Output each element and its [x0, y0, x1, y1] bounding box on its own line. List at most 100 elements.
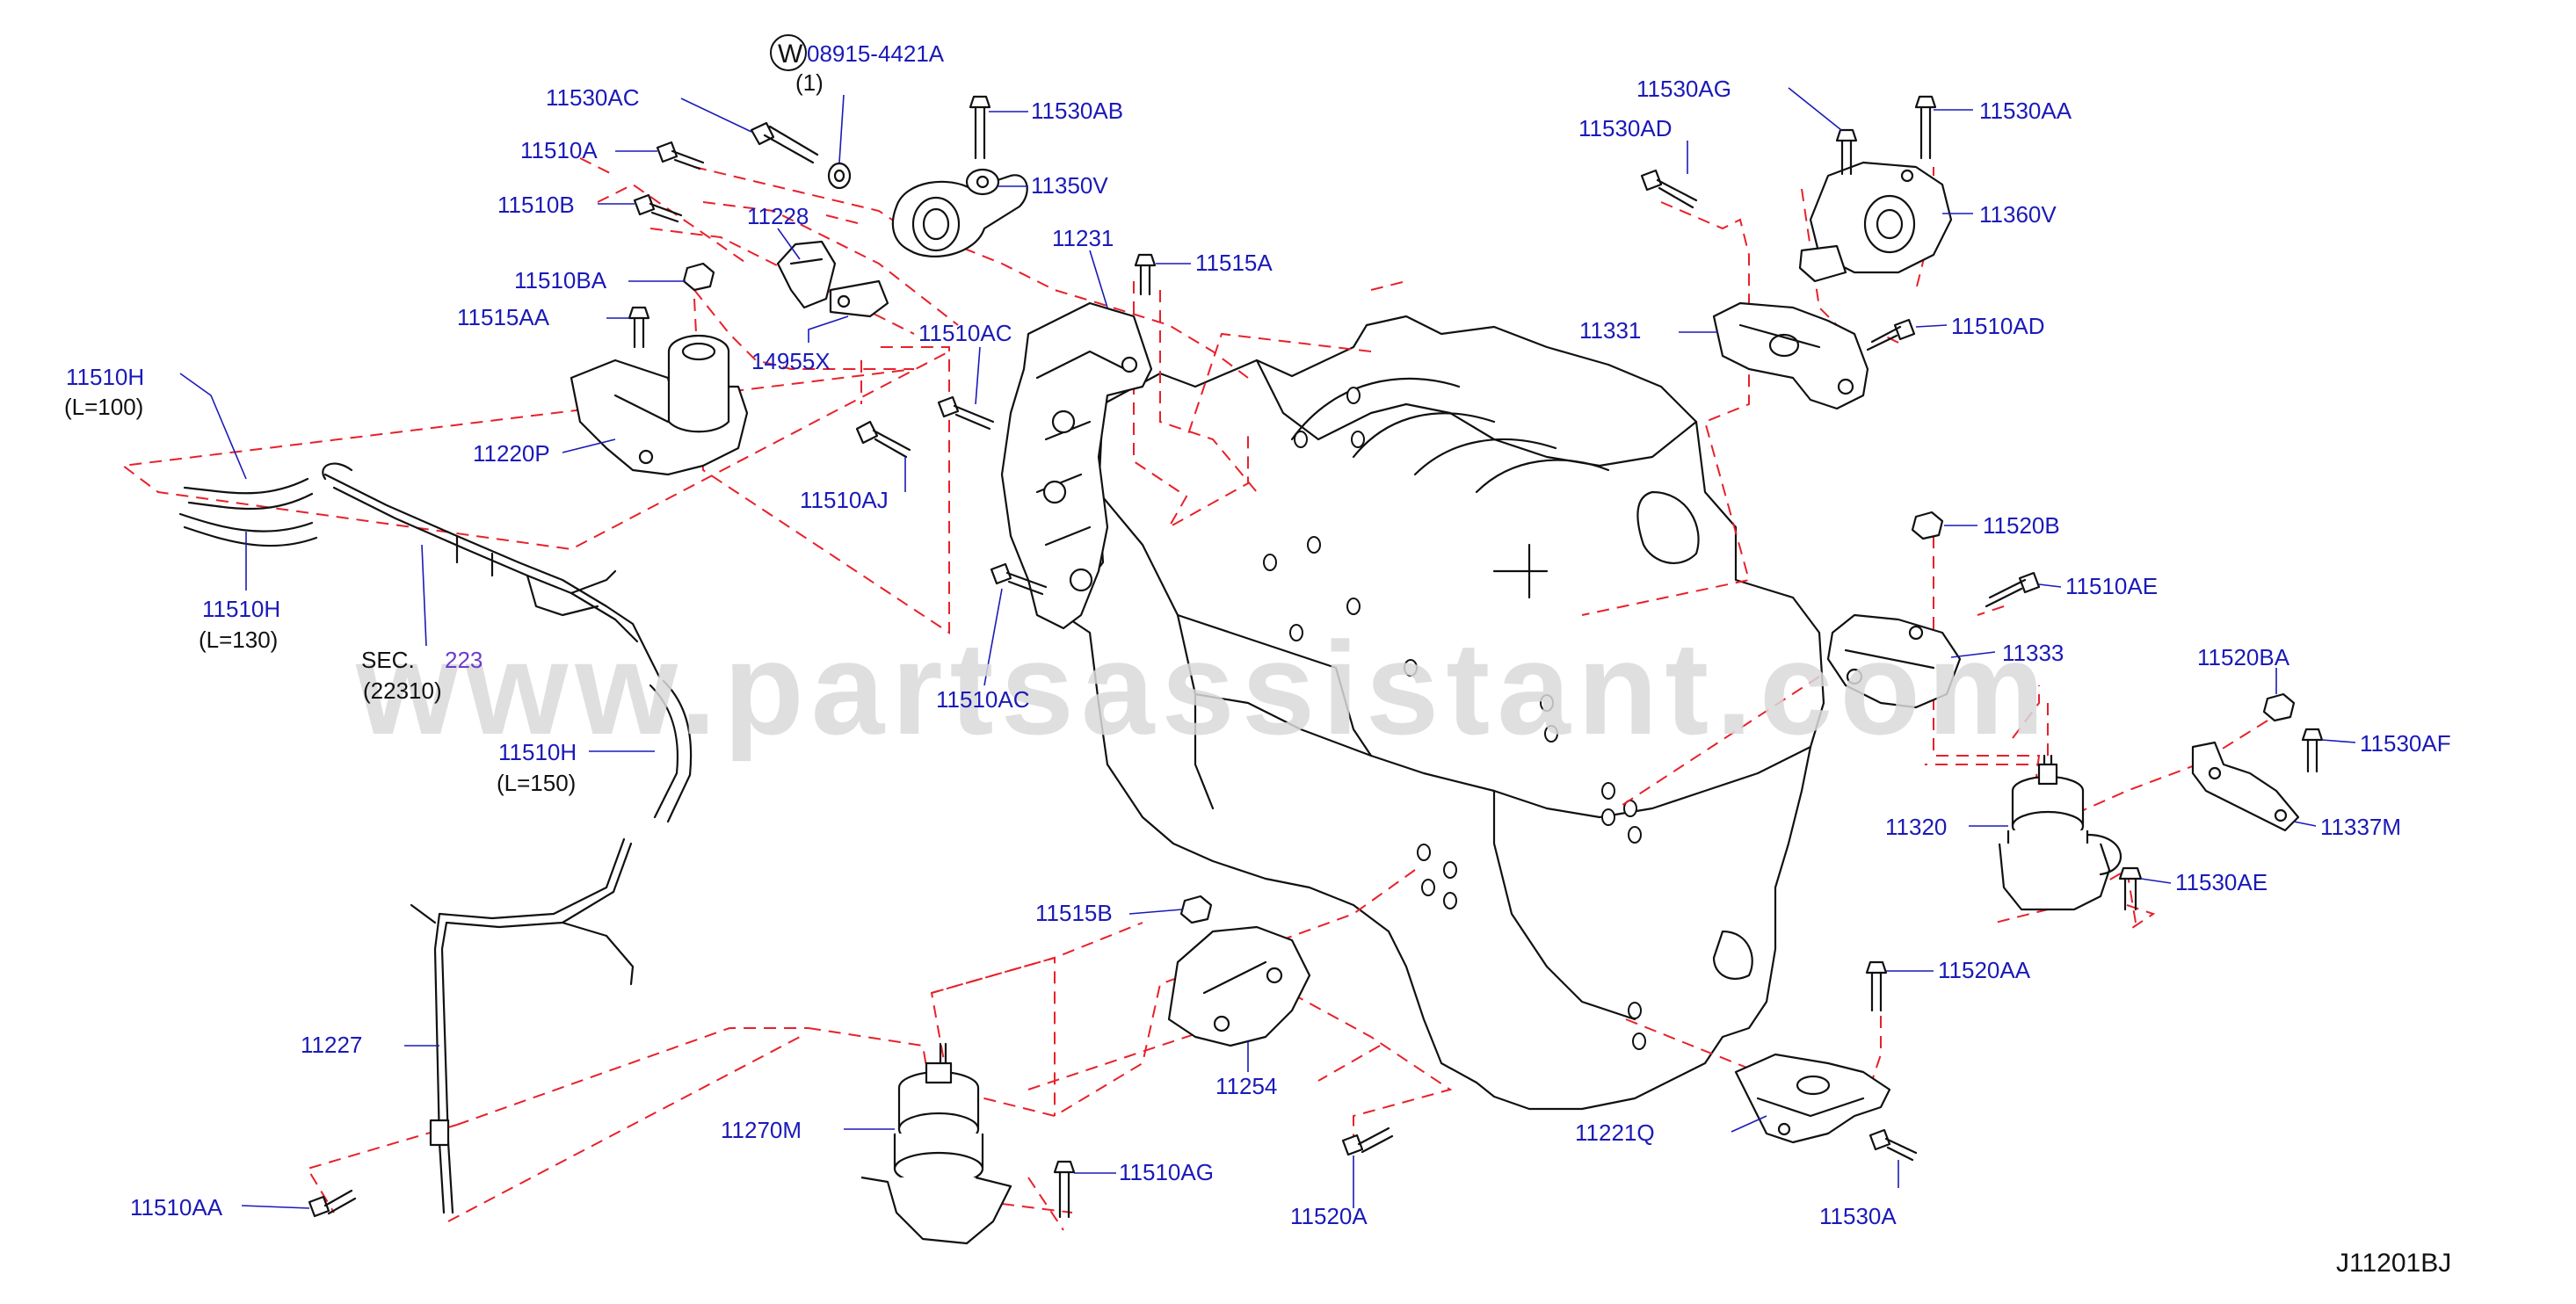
assembly-lines [120, 157, 2268, 1231]
nut-11515b [1179, 895, 1213, 924]
bolt-11530aa [1914, 95, 1937, 160]
mount-11270m [860, 1042, 1012, 1245]
bolt-11530af [2301, 728, 2324, 773]
label-11510ac-bottom: 11510AC [936, 686, 1030, 713]
label-08915-qty: (1) [795, 69, 824, 96]
label-11221q: 11221Q [1575, 1119, 1655, 1146]
watermark: www.partsassistant.com [355, 614, 2051, 762]
label-sec-number: 223 [445, 647, 483, 673]
label-11510h-l100: 11510H [66, 364, 144, 390]
bolt-11510ae [1985, 571, 2041, 608]
bolt-11530ab [969, 95, 991, 160]
label-11331: 11331 [1579, 317, 1641, 344]
label-11510ag: 11510AG [1119, 1159, 1214, 1185]
hose-11510h-l100 [183, 477, 314, 511]
label-11231: 11231 [1052, 225, 1114, 251]
label-11530af: 11530AF [2360, 730, 2451, 757]
rod-11227 [410, 837, 635, 1214]
label-11530aa: 11530AA [1979, 98, 2072, 124]
label-14955x: 14955X [751, 348, 831, 374]
nut-11520b [1911, 511, 1944, 540]
label-11530a: 11530A [1819, 1203, 1897, 1229]
engine-block [1062, 315, 1825, 1111]
bracket-11333 [1826, 613, 1962, 709]
label-11515aa: 11515AA [457, 304, 550, 330]
label-11530ag: 11530AG [1636, 76, 1731, 102]
bolt-11530ad [1640, 169, 1698, 209]
nut-11520ba [2262, 692, 2296, 722]
bolt-11530ac [750, 121, 819, 164]
diagram-code: J11201BJ [2336, 1249, 2451, 1278]
label-11510a: 11510A [520, 137, 598, 163]
nut-11510ba [682, 262, 715, 292]
bracket-11337m [2191, 741, 2300, 832]
sensor-14955x [829, 279, 889, 318]
label-11510h-l130-length: (L=130) [199, 627, 278, 653]
label-11510ae: 11510AE [2065, 573, 2158, 599]
hose-11510h-l130 [178, 512, 318, 547]
label-11530ac: 11530AC [546, 84, 640, 111]
label-11510aa: 11510AA [130, 1194, 223, 1221]
mount-11220p [570, 334, 749, 476]
bolt-11520aa [1865, 960, 1888, 1012]
washer-symbol-circle [770, 34, 807, 71]
label-11510ba: 11510BA [514, 267, 607, 293]
label-11520ba: 11520BA [2197, 644, 2290, 670]
bolt-11510ad [1866, 318, 1916, 351]
mount-11360v [1798, 161, 1953, 283]
label-11254: 11254 [1215, 1073, 1277, 1099]
bracket-11228 [776, 240, 837, 309]
label-11530ae: 11530AE [2175, 869, 2268, 895]
label-11515b: 11515B [1035, 900, 1113, 926]
label-11510ad: 11510AD [1951, 313, 2045, 339]
bolt-11530ag [1835, 128, 1858, 176]
bracket-11331 [1712, 301, 1869, 410]
label-11510b: 11510B [497, 192, 575, 218]
label-11510h-l100-length: (L=100) [64, 394, 143, 420]
bolt-11510ag [1053, 1160, 1076, 1219]
label-11530ab: 11530AB [1031, 98, 1123, 124]
bolt-11510ac-bottom [990, 562, 1048, 596]
hose-11510h-l150 [649, 679, 693, 823]
bolt-11515a [1134, 253, 1157, 296]
bolt-11530ae [2118, 866, 2143, 911]
tube-assembly-22310 [322, 462, 661, 678]
label-11520aa: 11520AA [1938, 957, 2031, 983]
label-11270m: 11270M [721, 1117, 802, 1143]
label-08915-4421a: 08915-4421A [807, 40, 945, 67]
washer-symbol: W [778, 40, 803, 69]
bolt-11510aa [308, 1189, 357, 1218]
bracket-11231 [1000, 301, 1153, 630]
washer-08915 [827, 162, 852, 190]
label-11350v: 11350V [1031, 172, 1108, 199]
bolt-11510ac-top [937, 395, 995, 431]
part-labels: W 08915-4421A (1) 11530AC 11530AB 11510A… [64, 34, 2451, 1229]
label-11227: 11227 [301, 1032, 362, 1058]
leader-lines [179, 87, 2356, 1209]
bolt-11510b [633, 193, 683, 223]
label-11333: 11333 [2002, 640, 2064, 666]
bolt-11520a [1341, 1127, 1394, 1156]
bolt-11515aa [628, 306, 650, 349]
label-sec-prefix: SEC. [361, 647, 415, 673]
label-11520b: 11520B [1983, 512, 2060, 539]
label-11515a: 11515A [1195, 250, 1273, 276]
label-11320: 11320 [1885, 814, 1947, 840]
mount-11320 [1998, 754, 2122, 911]
torque-rod-11350v [891, 168, 1028, 257]
label-11510h-l130: 11510H [202, 596, 280, 622]
bracket-11221q [1734, 1053, 1891, 1144]
label-11510aj: 11510AJ [800, 487, 889, 513]
label-11530ad: 11530AD [1578, 115, 1673, 141]
label-sec-sub: (22310) [363, 677, 442, 704]
label-11510ac-top: 11510AC [918, 320, 1012, 346]
bracket-11254 [1167, 925, 1311, 1047]
label-11510h-l150: 11510H [498, 739, 577, 765]
label-11220p: 11220P [473, 440, 550, 467]
label-11510h-l150-length: (L=150) [497, 770, 576, 796]
label-11360v: 11360V [1979, 201, 2057, 228]
bolt-11530a [1869, 1128, 1918, 1162]
label-11228: 11228 [747, 203, 809, 229]
label-11520a: 11520A [1290, 1203, 1368, 1229]
